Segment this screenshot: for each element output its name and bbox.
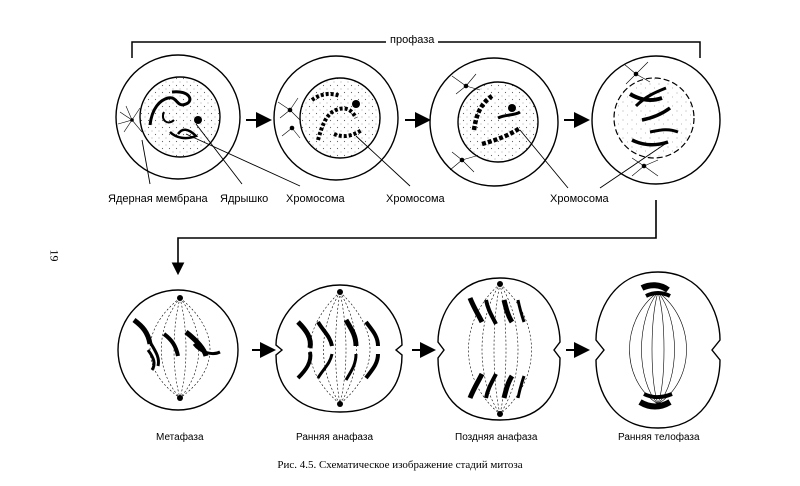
chromosome-pair	[634, 86, 667, 108]
early-telophase-cell	[595, 271, 721, 429]
label-late-anaphase: Поздняя анафаза	[455, 432, 538, 443]
label-early-telophase: Ранняя телофаза	[618, 432, 700, 443]
early-anaphase-cell	[275, 284, 403, 413]
label-chromosome-3: Хромосома	[550, 193, 609, 205]
nuclear-membrane	[457, 81, 539, 163]
prophase-cell-2	[273, 55, 399, 181]
chromosome-thread	[162, 111, 175, 124]
figure-caption: Рис. 4.5. Схематическое изображение стад…	[277, 459, 523, 471]
label-chromosome-2: Хромосома	[386, 193, 445, 205]
centrosome	[497, 281, 503, 287]
label-metaphase: Метафаза	[156, 432, 204, 443]
nucleolus	[194, 116, 202, 124]
metaphase-cell	[117, 289, 239, 411]
prophase-cell-1	[115, 54, 241, 180]
spindle-fibers	[149, 297, 211, 399]
centrosome	[449, 73, 481, 173]
late-anaphase-cell	[437, 277, 561, 421]
separating-chromatids	[296, 318, 380, 381]
chromosome-thread	[148, 90, 192, 126]
centrosome	[497, 411, 503, 417]
label-nucleolus: Ядрышко	[220, 193, 269, 205]
label-nuclear-membrane: Ядерная мембрана	[108, 193, 208, 205]
centrosome	[177, 395, 183, 401]
centrosome	[337, 289, 343, 295]
leader-lines	[141, 123, 669, 189]
chromosome-thread	[310, 91, 341, 102]
spindle-fibers	[468, 283, 532, 415]
centrosome	[177, 295, 183, 301]
chromosome-pair	[631, 138, 669, 147]
chromatids-at-poles	[467, 297, 526, 399]
centrosome	[623, 61, 659, 177]
prophase-cell-4	[591, 55, 721, 185]
cell-membrane	[595, 271, 721, 429]
chromosome-pair	[641, 106, 672, 122]
cell-membrane	[437, 277, 561, 421]
label-early-anaphase: Ранняя анафаза	[296, 432, 374, 443]
chromosome-thread	[497, 110, 521, 120]
centrosome	[277, 97, 301, 139]
chromosome-thread	[169, 128, 199, 140]
chromosome-thread	[333, 128, 364, 139]
chromosomes-equator	[132, 318, 221, 371]
page-number: 19	[47, 249, 62, 262]
nucleolus	[352, 100, 360, 108]
centrosome	[117, 105, 143, 133]
spindle-fibers	[309, 291, 371, 405]
label-chromosome-1: Хромосома	[286, 193, 345, 205]
prophase-label: профаза	[386, 34, 439, 46]
chromosome-thread	[316, 106, 358, 141]
nuclear-membrane	[299, 77, 381, 159]
prophase-cell-3	[429, 57, 559, 187]
nucleolus	[508, 104, 516, 112]
centrosome	[337, 401, 343, 407]
chromosome-thread	[471, 94, 494, 131]
row-connector	[171, 200, 657, 276]
chromosome-thread	[481, 126, 522, 147]
chromosome-pair	[649, 128, 679, 134]
chromosome-cluster	[638, 282, 673, 410]
cell-membrane	[275, 284, 403, 413]
nuclear-membrane	[139, 76, 221, 158]
